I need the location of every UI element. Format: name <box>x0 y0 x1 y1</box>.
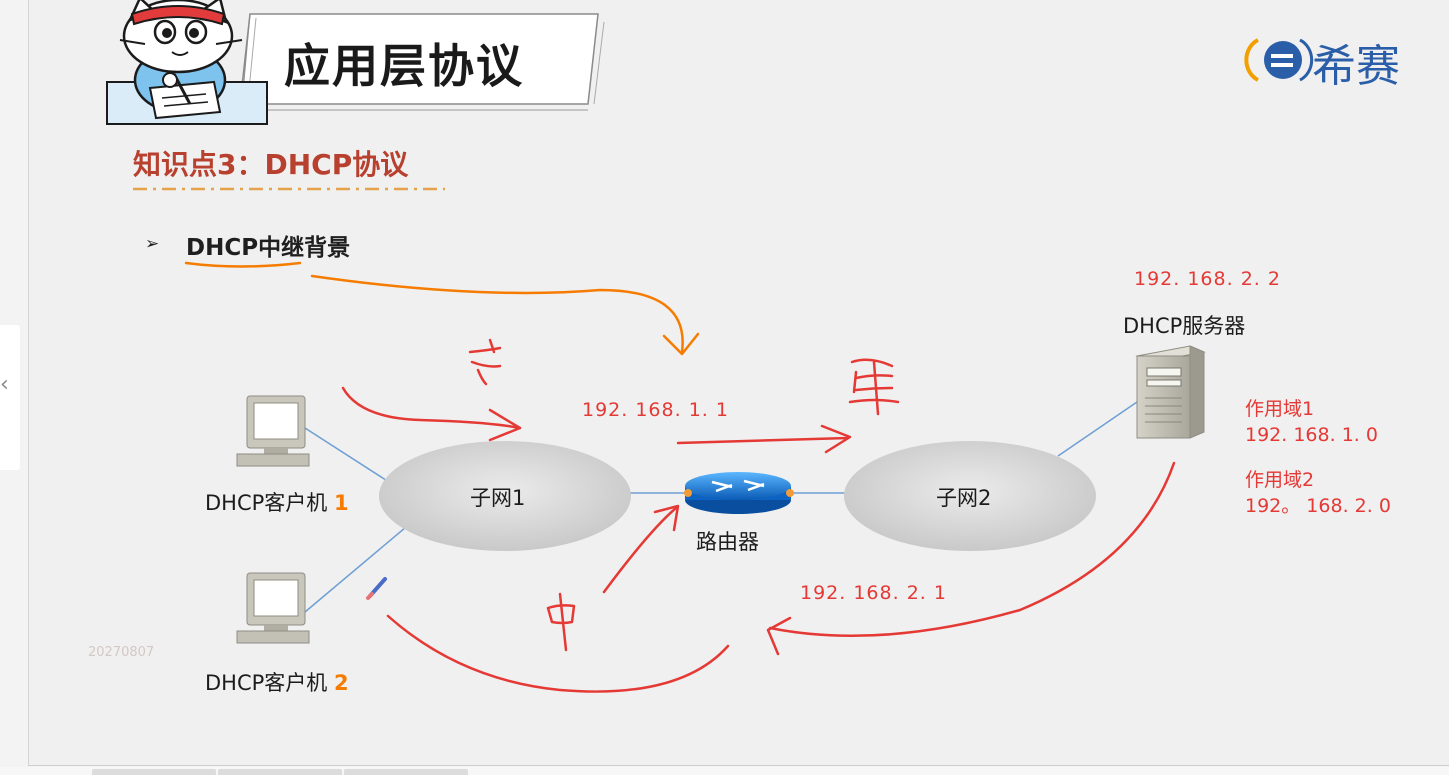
client2-label: DHCP客户机 2 <box>205 667 349 697</box>
ink-annotations <box>184 261 1176 693</box>
scope2-name: 作用域2 <box>1245 469 1315 491</box>
server-icon <box>1135 345 1206 439</box>
bullet-arrow-icon: ➢ <box>145 234 160 254</box>
network-links <box>304 401 1138 613</box>
subnet2-label: 子网2 <box>936 486 992 510</box>
computer-icon <box>236 572 310 644</box>
thumbnail-1[interactable] <box>92 769 216 775</box>
router-ip-subnet1: 192. 168. 1. 1 <box>582 399 729 421</box>
client2-name: DHCP客户机 <box>205 671 328 695</box>
client1-label: DHCP客户机 1 <box>205 487 349 517</box>
title-banner <box>239 13 605 111</box>
subnet2-cloud <box>844 441 1096 551</box>
chevron-left-icon[interactable]: ‹ <box>0 372 9 397</box>
scope1-name: 作用域1 <box>1245 398 1315 420</box>
server-label: DHCP服务器 <box>1123 314 1246 338</box>
thumbnail-2[interactable] <box>218 769 342 775</box>
client1-name: DHCP客户机 <box>205 491 328 515</box>
brand-logo-text: 希赛 <box>1312 41 1400 92</box>
pen-icon <box>366 577 387 600</box>
subnet1-label: 子网1 <box>470 486 526 510</box>
computer-icon <box>236 395 310 467</box>
router-label: 路由器 <box>696 530 759 554</box>
bullet-heading: DHCP中继背景 <box>186 235 351 261</box>
client2-suffix: 2 <box>333 671 349 695</box>
thumbnail-3[interactable] <box>344 769 468 775</box>
scope1-network: 192. 168. 1. 0 <box>1245 424 1378 446</box>
thumbnail-strip <box>0 767 1449 775</box>
xisai-logo-icon <box>1244 38 1314 82</box>
client1-suffix: 1 <box>333 491 349 515</box>
router-icon <box>684 472 794 514</box>
knowledge-point-heading: 知识点3：DHCP协议 <box>133 148 409 181</box>
scope2-network: 192。 168. 2. 0 <box>1245 495 1391 517</box>
side-collapse-tab[interactable] <box>0 325 20 470</box>
router-ip-subnet2: 192. 168. 2. 1 <box>800 582 947 604</box>
slide-title: 应用层协议 <box>284 39 524 93</box>
cat-mascot-icon <box>106 0 268 125</box>
watermark: 20270807 <box>88 645 155 660</box>
slide-canvas <box>28 0 1449 766</box>
server-ip-label: 192. 168. 2. 2 <box>1134 268 1281 290</box>
subnet1-cloud <box>379 441 631 551</box>
